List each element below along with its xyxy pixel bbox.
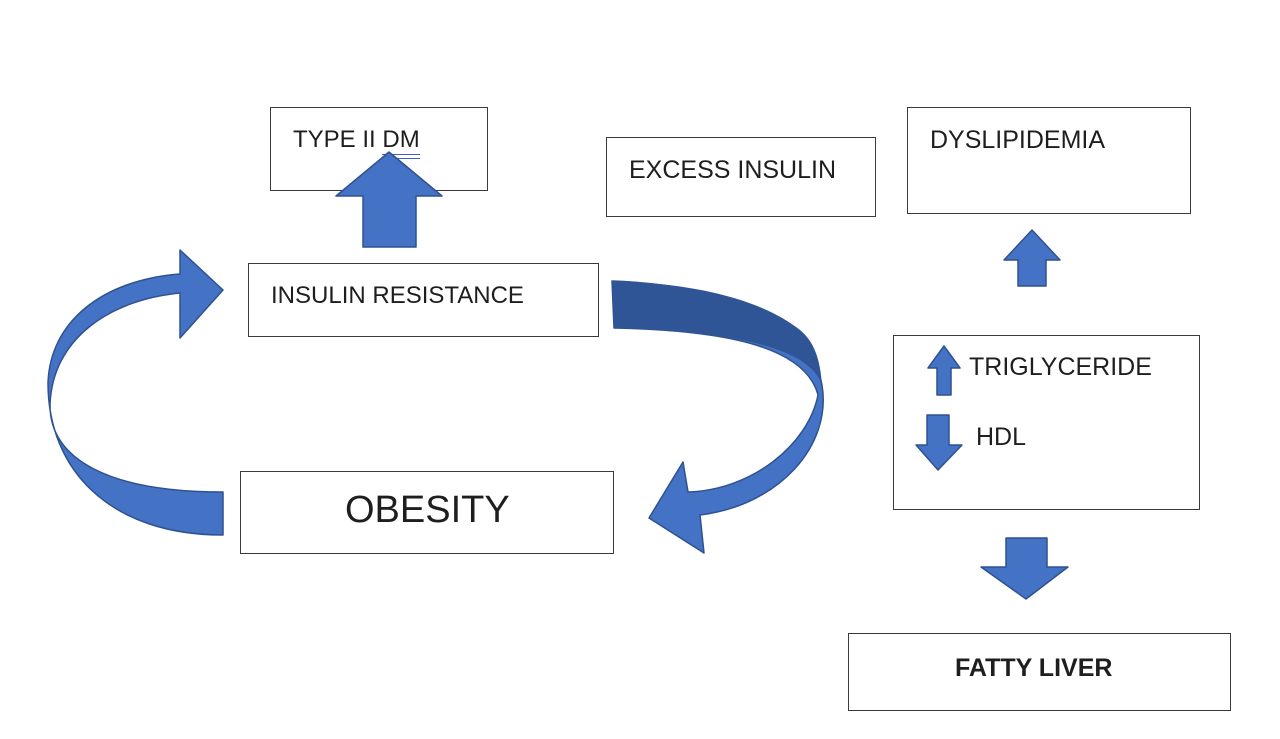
fatty-liver-label: FATTY LIVER <box>955 654 1113 682</box>
insulin-resistance-box: INSULIN RESISTANCE <box>248 263 599 337</box>
obesity-label: OBESITY <box>345 489 510 531</box>
dm-label: DM <box>382 126 421 159</box>
fatty-liver-box: FATTY LIVER <box>848 633 1231 711</box>
hdl-down-icon <box>915 414 963 471</box>
excess-insulin-label: EXCESS INSULIN <box>629 156 837 184</box>
triglyceride-label: TRIGLYCERIDE <box>969 353 1152 381</box>
type-ii-label: TYPE II <box>293 126 376 153</box>
up-arrow-to-type-ii-dm <box>335 151 443 248</box>
down-arrow-to-fatty-liver <box>980 537 1069 600</box>
up-arrow-to-dyslipidemia <box>1003 229 1061 287</box>
triglyceride-up-icon <box>927 345 961 396</box>
excess-insulin-box: EXCESS INSULIN <box>606 137 876 217</box>
insulin-resistance-label: INSULIN RESISTANCE <box>271 282 524 309</box>
curved-arrow-obesity-to-insulin-resistance <box>47 249 224 536</box>
dyslipidemia-box: DYSLIPIDEMIA <box>907 107 1191 214</box>
dyslipidemia-label: DYSLIPIDEMIA <box>930 126 1106 154</box>
hdl-label: HDL <box>976 423 1027 451</box>
curved-arrow-back-face <box>612 281 822 385</box>
obesity-box: OBESITY <box>240 471 614 554</box>
